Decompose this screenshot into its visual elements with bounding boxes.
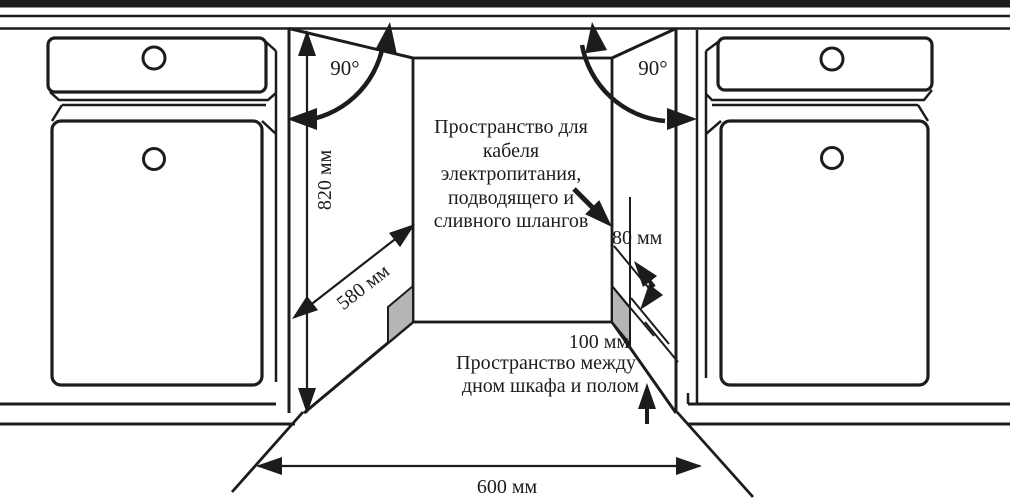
niche-floor-right-edge <box>610 321 678 414</box>
dim-depth-upper-arrowhead <box>388 224 415 248</box>
plinth-space-shade-left <box>387 283 414 346</box>
right-door-front <box>719 119 930 387</box>
right-angle-label: 90° <box>638 56 667 80</box>
right-cabinet <box>674 28 934 413</box>
cable-note-line-1: Пространство для <box>434 116 588 138</box>
left-arc-up-arrowhead <box>374 22 397 54</box>
left-cabinet <box>46 28 291 413</box>
niche-ceiling-left-edge <box>288 27 414 60</box>
cable-note-line-3: электропитания, <box>441 163 581 185</box>
left-drawer-front <box>46 36 268 94</box>
countertop-top-bar <box>0 0 1010 8</box>
right-arc-right-arrowhead <box>667 108 697 130</box>
cable-note-leader-arrowhead <box>585 200 612 227</box>
cable-note-line-5: сливного шлангов <box>434 210 589 232</box>
left-door-bevel <box>50 103 277 135</box>
right-arc-up-arrowhead <box>585 22 608 54</box>
cable-note-line-4: подводящего и <box>448 187 574 209</box>
right-arc <box>579 44 666 124</box>
dim-width-right-arrowhead <box>676 457 702 475</box>
dim-depth-label: 580 мм <box>333 260 394 315</box>
extension-line-right <box>675 411 755 498</box>
dim-cable-arrow1-head <box>634 261 658 288</box>
dim-plinth-arrow-head <box>638 383 656 409</box>
dim-cable-80: 80 мм <box>612 227 664 310</box>
right-drawer-bevel <box>705 41 933 102</box>
right-door-bevel <box>705 103 930 135</box>
left-angle-label: 90° <box>330 56 359 80</box>
left-drawer-knob <box>141 45 167 71</box>
left-arc-left-arrowhead <box>287 108 317 130</box>
floor-note-line-1: Пространство между <box>456 352 636 374</box>
cable-space-annotation: Пространство для кабеля электропитания, … <box>434 116 612 232</box>
dim-width-label: 600 мм <box>477 476 538 498</box>
dim-depth-line <box>294 225 413 318</box>
dim-cable-label: 80 мм <box>612 227 663 249</box>
dim-height-down-arrowhead <box>298 388 316 414</box>
right-drawer-knob <box>819 46 845 72</box>
dim-width-left-arrowhead <box>256 457 282 475</box>
dim-height-label: 820 мм <box>314 150 336 211</box>
dim-height-up-arrowhead <box>298 30 316 56</box>
niche-ceiling-right-edge <box>611 27 677 60</box>
dim-height-820: 820 мм <box>298 30 336 414</box>
extension-line-left <box>230 411 305 493</box>
dim-plinth-100: 100 мм <box>569 331 656 424</box>
right-drawer-front <box>716 36 934 92</box>
cable-note-line-2: кабеля <box>483 140 539 162</box>
left-drawer-bevel <box>49 41 277 102</box>
niche-back-wall <box>411 56 614 324</box>
floor-note-line-2: дном шкафа и полом <box>462 375 639 397</box>
left-door-front <box>50 119 264 387</box>
left-door-knob <box>142 147 166 171</box>
plinth-space-boundary-line <box>611 285 655 337</box>
hatch-line-3 <box>644 321 679 363</box>
dim-width-600: 600 мм <box>256 457 702 498</box>
dim-plinth-label: 100 мм <box>569 331 630 353</box>
niche <box>288 27 679 415</box>
floor-space-annotation: Пространство между дном шкафа и полом <box>456 352 639 397</box>
dim-cable-arrow2-head <box>640 283 664 310</box>
right-door-knob <box>820 146 844 170</box>
dim-depth-lower-arrowhead <box>292 295 319 319</box>
door-swing-arcs <box>287 22 697 130</box>
hatch-line-2 <box>630 297 670 345</box>
